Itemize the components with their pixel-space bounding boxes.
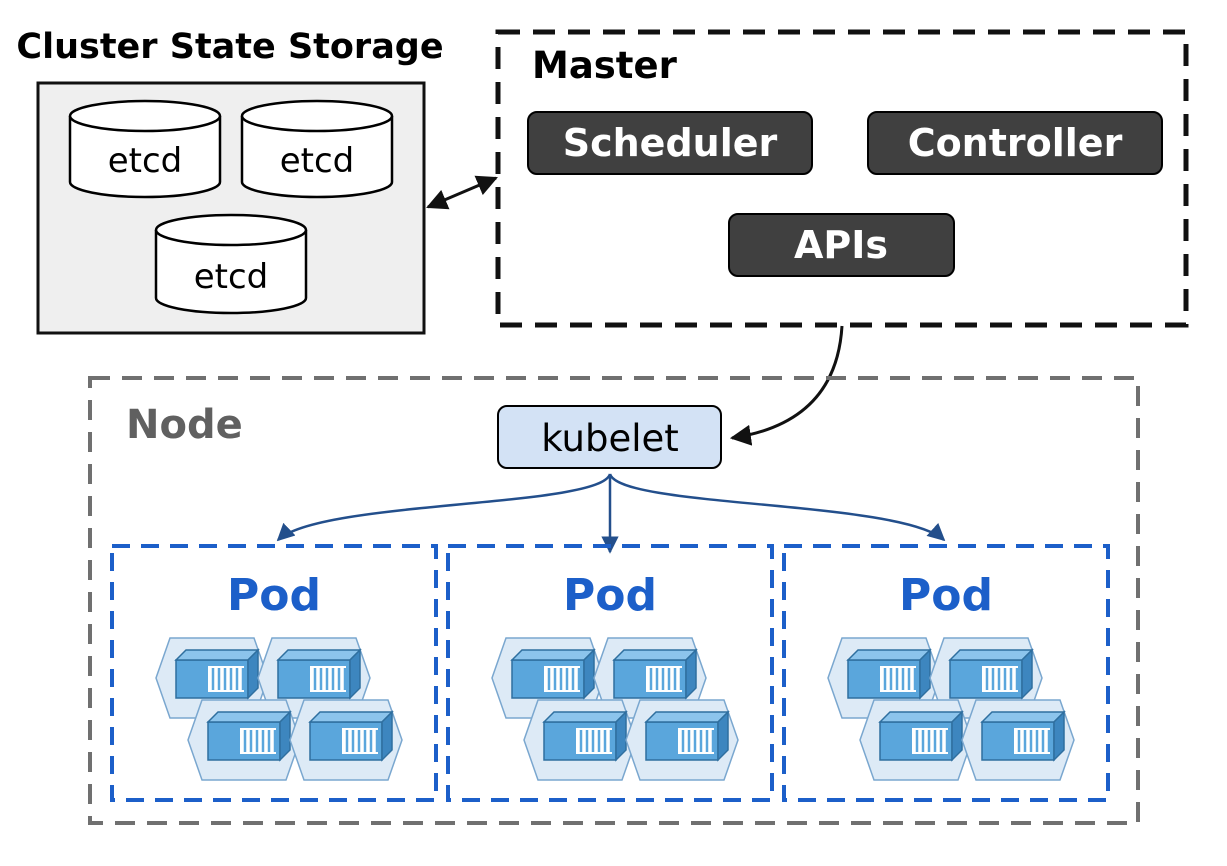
storage-master-arrow — [426, 175, 498, 210]
master-kubelet-arrow — [729, 325, 844, 446]
container-icon — [593, 637, 707, 719]
container-icon — [625, 699, 739, 781]
etcd-cylinder: etcd — [154, 213, 308, 315]
etcd-label: etcd — [194, 257, 269, 297]
kubelet-label: kubelet — [541, 417, 679, 460]
storage-title: Cluster State Storage — [16, 27, 443, 67]
etcd-cylinder: etcd — [68, 99, 222, 199]
pod: Pod — [446, 544, 774, 802]
kubelet: kubelet — [497, 405, 722, 469]
component-label: Scheduler — [563, 121, 778, 165]
container-cluster — [827, 637, 1075, 781]
container-cluster — [491, 637, 739, 781]
component-label: Controller — [908, 121, 1123, 165]
pod-box — [110, 544, 438, 802]
container-icon — [961, 699, 1075, 781]
container-icon — [187, 699, 301, 781]
pod-box — [782, 544, 1110, 802]
pod: Pod — [110, 544, 438, 802]
container-icon — [523, 699, 637, 781]
pod-label: Pod — [563, 570, 657, 621]
cluster-state-storage: Cluster State Storage etcd etcd etcd — [16, 27, 444, 335]
node-title: Node — [126, 402, 243, 448]
kubelet-pod-arrow — [276, 473, 612, 542]
container-icon — [859, 699, 973, 781]
container-cluster — [155, 637, 403, 781]
scheduler-component: Scheduler — [527, 111, 813, 175]
pod-box — [446, 544, 774, 802]
node: Node kubelet Pod Pod Pod — [88, 376, 1140, 825]
etcd-cylinder: etcd — [240, 99, 394, 199]
component-label: APIs — [794, 223, 888, 267]
etcd-label: etcd — [280, 141, 355, 181]
container-icon — [257, 637, 371, 719]
etcd-label: etcd — [108, 141, 183, 181]
pod-label: Pod — [899, 570, 993, 621]
master-title: Master — [532, 44, 678, 87]
pod-label: Pod — [227, 570, 321, 621]
pod: Pod — [782, 544, 1110, 802]
apis-component: APIs — [728, 213, 955, 277]
container-icon — [929, 637, 1043, 719]
master: Master Scheduler Controller APIs — [495, 29, 1189, 328]
controller-component: Controller — [867, 111, 1163, 175]
container-icon — [289, 699, 403, 781]
container-icon — [827, 637, 941, 719]
kubelet-pod-arrow — [608, 473, 946, 542]
node-box — [88, 376, 1140, 825]
